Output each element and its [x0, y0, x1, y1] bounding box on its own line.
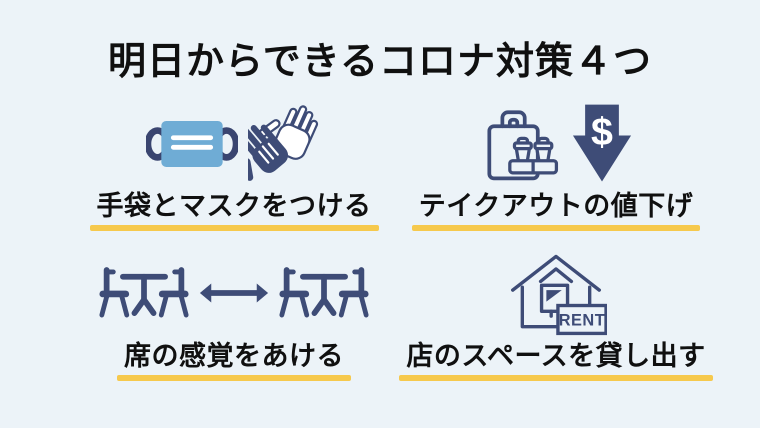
icon-row: $ — [480, 97, 632, 189]
icon-row — [98, 247, 370, 339]
label-underline — [117, 375, 351, 382]
measure-card-rent: RENT 店のスペースを貸し出す — [366, 247, 746, 397]
icon-row: RENT — [505, 247, 607, 339]
measure-card-mask-gloves: 手袋とマスクをつける — [44, 97, 424, 247]
gloves-icon — [248, 105, 319, 181]
label-underline — [89, 225, 379, 232]
measure-label: テイクアウトの値下げ — [418, 191, 694, 221]
measure-label: 席の感覚をあける — [124, 341, 344, 371]
label-underline — [399, 375, 713, 382]
rent-sign-label: RENT — [559, 312, 605, 330]
takeout-bag-icon — [487, 110, 559, 181]
label-wrap: テイクアウトの値下げ — [411, 191, 701, 232]
table-and-chairs-icon — [279, 267, 369, 318]
label-wrap: 席の感覚をあける — [117, 341, 351, 382]
label-wrap: 手袋とマスクをつける — [89, 191, 379, 232]
measure-label: 手袋とマスクをつける — [96, 191, 372, 221]
distance-arrow-icon — [199, 283, 269, 303]
house-rent-icon: RENT — [511, 254, 607, 336]
dollar-sign: $ — [591, 110, 613, 154]
label-underline — [411, 225, 701, 232]
label-wrap: 店のスペースを貸し出す — [399, 341, 713, 382]
price-down-arrow-icon: $ — [572, 104, 632, 182]
icon-row — [146, 97, 322, 189]
face-mask-icon — [146, 120, 238, 167]
table-and-chairs-icon — [99, 267, 189, 318]
measure-label: 店のスペースを貸し出す — [406, 341, 706, 371]
measures-grid: 手袋とマスクをつける — [0, 97, 760, 397]
measure-card-seating: 席の感覚をあける — [44, 247, 424, 397]
measure-card-takeout: $ テイクアウトの値下げ — [366, 97, 746, 247]
page-title: 明日からできるコロナ対策４つ — [107, 41, 653, 83]
